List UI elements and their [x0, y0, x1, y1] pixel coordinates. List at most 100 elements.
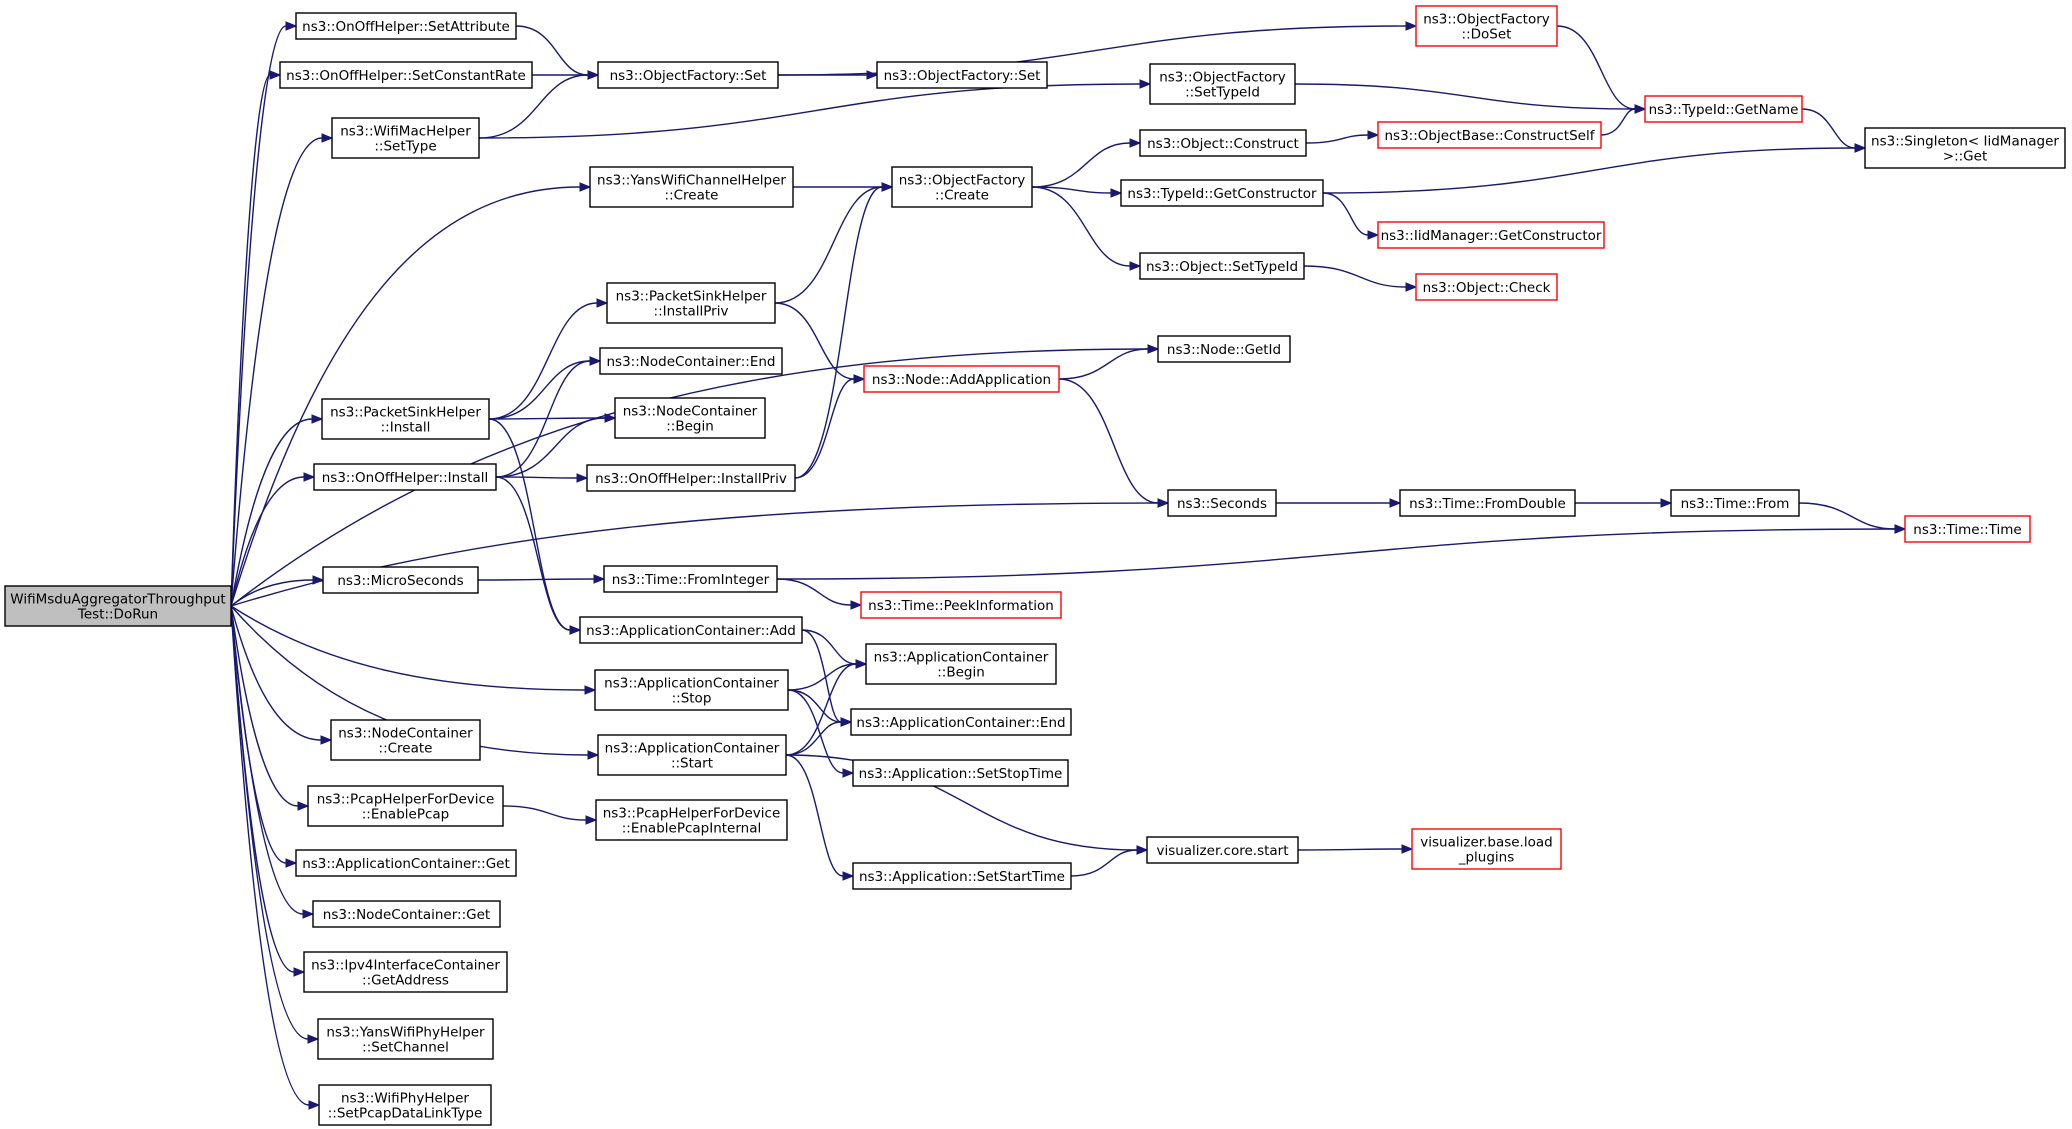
node-microseconds[interactable]: ns3::MicroSeconds — [322, 566, 479, 594]
node-box[interactable] — [4, 585, 232, 627]
node-box[interactable] — [876, 61, 1048, 89]
node-box[interactable] — [1670, 489, 1800, 517]
node-box[interactable] — [313, 463, 497, 491]
node-box[interactable] — [1120, 179, 1324, 207]
node-node-getid[interactable]: ns3::Node::GetId — [1157, 335, 1291, 363]
node-box[interactable] — [1644, 95, 1803, 123]
node-box[interactable] — [295, 849, 517, 877]
node-box[interactable] — [330, 719, 481, 761]
node-pcap-enableinternal[interactable]: ns3::PcapHelperForDevice::EnablePcapInte… — [595, 799, 788, 841]
node-box[interactable] — [1415, 273, 1558, 301]
node-box[interactable] — [322, 566, 479, 594]
node-of-set[interactable]: ns3::ObjectFactory::Set — [597, 61, 779, 89]
node-box[interactable] — [1399, 489, 1576, 517]
node-box[interactable] — [303, 951, 508, 993]
node-ps-installpriv[interactable]: ns3::PacketSinkHelper::InstallPriv — [606, 282, 776, 324]
node-ac-get[interactable]: ns3::ApplicationContainer::Get — [295, 849, 517, 877]
node-nc-begin[interactable]: ns3::NodeContainer::Begin — [614, 397, 766, 439]
node-box[interactable] — [1146, 836, 1299, 864]
node-yansphy-setch[interactable]: ns3::YansWifiPhyHelper::SetChannel — [317, 1018, 494, 1060]
node-iid-getctor[interactable]: ns3::IidManager::GetConstructor — [1377, 221, 1605, 249]
node-box[interactable] — [865, 643, 1057, 685]
node-of-doset[interactable]: ns3::ObjectFactory::DoSet — [1415, 5, 1558, 47]
node-ac-start[interactable]: ns3::ApplicationContainer::Start — [597, 734, 787, 776]
node-ac-begin[interactable]: ns3::ApplicationContainer::Begin — [865, 643, 1057, 685]
node-object-check[interactable]: ns3::Object::Check — [1415, 273, 1558, 301]
node-onoff-setattr[interactable]: ns3::OnOffHelper::SetAttribute — [295, 12, 517, 40]
node-typeid-getctor[interactable]: ns3::TypeId::GetConstructor — [1120, 179, 1324, 207]
node-app-setstart[interactable]: ns3::Application::SetStartTime — [852, 862, 1072, 890]
node-of-create[interactable]: ns3::ObjectFactory::Create — [891, 166, 1033, 208]
node-nc-create[interactable]: ns3::NodeContainer::Create — [330, 719, 481, 761]
node-vis-load-plugins[interactable]: visualizer.base.load_plugins — [1411, 828, 1562, 870]
node-time-fromdouble[interactable]: ns3::Time::FromDouble — [1399, 489, 1576, 517]
node-singleton-get[interactable]: ns3::Singleton< IidManager >::Get — [1864, 127, 2066, 169]
node-nc-end[interactable]: ns3::NodeContainer::End — [599, 347, 783, 375]
node-box[interactable] — [614, 397, 766, 439]
node-typeid-getname[interactable]: ns3::TypeId::GetName — [1644, 95, 1803, 123]
node-wifimac-settype[interactable]: ns3::WifiMacHelper::SetType — [331, 117, 480, 159]
node-box[interactable] — [852, 862, 1072, 890]
node-box[interactable] — [279, 61, 533, 89]
node-box[interactable] — [860, 591, 1062, 619]
node-box[interactable] — [1157, 335, 1291, 363]
node-time-time[interactable]: ns3::Time::Time — [1904, 515, 2031, 543]
node-box[interactable] — [852, 759, 1069, 787]
node-box[interactable] — [594, 669, 789, 711]
node-object-construct[interactable]: ns3::Object::Construct — [1139, 129, 1307, 157]
node-box[interactable] — [1377, 121, 1602, 149]
node-box[interactable] — [597, 734, 787, 776]
node-box[interactable] — [606, 282, 776, 324]
node-time-from[interactable]: ns3::Time::From — [1670, 489, 1800, 517]
node-onoff-install[interactable]: ns3::OnOffHelper::Install — [313, 463, 497, 491]
node-box[interactable] — [891, 166, 1033, 208]
node-objbase-constructself[interactable]: ns3::ObjectBase::ConstructSelf — [1377, 121, 1602, 149]
node-box[interactable] — [597, 61, 779, 89]
node-box[interactable] — [1415, 5, 1558, 47]
node-box[interactable] — [1139, 252, 1305, 280]
node-box[interactable] — [295, 12, 517, 40]
node-box[interactable] — [1167, 489, 1277, 517]
node-box[interactable] — [579, 616, 803, 644]
node-nc-get[interactable]: ns3::NodeContainer::Get — [312, 900, 501, 928]
node-box[interactable] — [586, 464, 796, 492]
node-box[interactable] — [603, 565, 778, 593]
node-of-set2[interactable]: ns3::ObjectFactory::Set — [876, 61, 1048, 89]
node-ipv4-getaddr[interactable]: ns3::Ipv4InterfaceContainer::GetAddress — [303, 951, 508, 993]
node-box[interactable] — [599, 347, 783, 375]
node-ac-end[interactable]: ns3::ApplicationContainer::End — [850, 708, 1072, 736]
node-time-peekinfo[interactable]: ns3::Time::PeekInformation — [860, 591, 1062, 619]
node-seconds[interactable]: ns3::Seconds — [1167, 489, 1277, 517]
node-box[interactable] — [1149, 63, 1296, 105]
node-box[interactable] — [595, 799, 788, 841]
node-box[interactable] — [307, 785, 504, 827]
node-box[interactable] — [1411, 828, 1562, 870]
node-pcap-enable[interactable]: ns3::PcapHelperForDevice::EnablePcap — [307, 785, 504, 827]
node-box[interactable] — [318, 1084, 492, 1126]
node-ps-install[interactable]: ns3::PacketSinkHelper::Install — [321, 398, 490, 440]
node-wifiphy-setpcap[interactable]: ns3::WifiPhyHelper::SetPcapDataLinkType — [318, 1084, 492, 1126]
node-object-settypeid[interactable]: ns3::Object::SetTypeId — [1139, 252, 1305, 280]
node-box[interactable] — [1377, 221, 1605, 249]
node-node-addapp[interactable]: ns3::Node::AddApplication — [863, 365, 1060, 393]
node-box[interactable] — [321, 398, 490, 440]
node-onoff-installpriv[interactable]: ns3::OnOffHelper::InstallPriv — [586, 464, 796, 492]
node-of-settypeid[interactable]: ns3::ObjectFactory::SetTypeId — [1149, 63, 1296, 105]
node-ac-add[interactable]: ns3::ApplicationContainer::Add — [579, 616, 803, 644]
node-box[interactable] — [317, 1018, 494, 1060]
node-box[interactable] — [850, 708, 1072, 736]
node-box[interactable] — [331, 117, 480, 159]
node-yans-channel-create[interactable]: ns3::YansWifiChannelHelper::Create — [589, 166, 794, 208]
node-box[interactable] — [1864, 127, 2066, 169]
node-box[interactable] — [1139, 129, 1307, 157]
node-ac-stop[interactable]: ns3::ApplicationContainer::Stop — [594, 669, 789, 711]
node-time-frominteger[interactable]: ns3::Time::FromInteger — [603, 565, 778, 593]
node-app-setstop[interactable]: ns3::Application::SetStopTime — [852, 759, 1069, 787]
node-box[interactable] — [589, 166, 794, 208]
node-box[interactable] — [312, 900, 501, 928]
node-box[interactable] — [863, 365, 1060, 393]
node-box[interactable] — [1904, 515, 2031, 543]
node-onoff-setcr[interactable]: ns3::OnOffHelper::SetConstantRate — [279, 61, 533, 89]
node-vis-core-start[interactable]: visualizer.core.start — [1146, 836, 1299, 864]
